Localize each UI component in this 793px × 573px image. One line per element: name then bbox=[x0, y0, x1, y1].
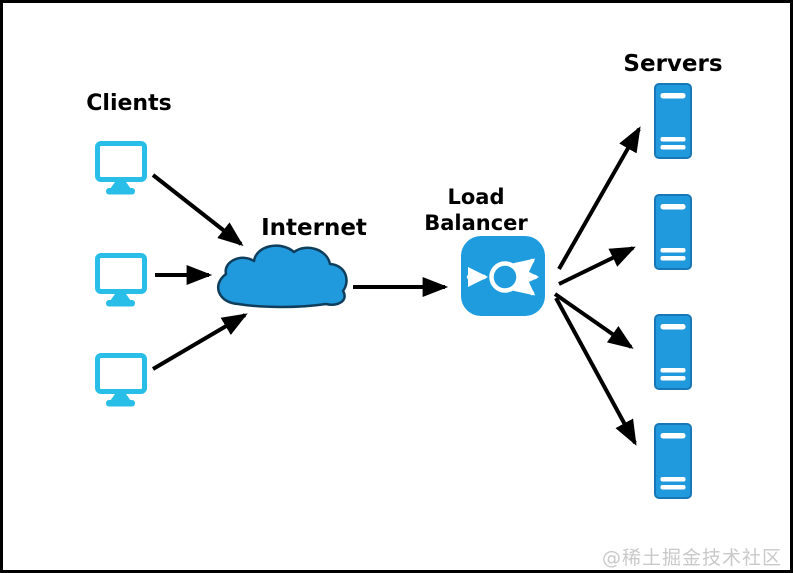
load-balancer-icon bbox=[461, 236, 545, 316]
clients-label: Clients bbox=[86, 91, 172, 116]
servers-label: Servers bbox=[623, 51, 723, 77]
watermark-text: @稀土掘金技术社区 bbox=[601, 547, 782, 569]
arrows-clients-to-internet bbox=[151, 173, 248, 371]
server-icon bbox=[654, 83, 692, 499]
client-monitor-icon bbox=[98, 144, 145, 407]
arrows-lb-to-servers bbox=[553, 126, 641, 446]
diagram-graphics bbox=[3, 83, 692, 499]
load-balancer-label: Load Balancer bbox=[424, 185, 528, 235]
cloud-icon bbox=[216, 244, 348, 309]
internet-label: Internet bbox=[261, 215, 367, 241]
